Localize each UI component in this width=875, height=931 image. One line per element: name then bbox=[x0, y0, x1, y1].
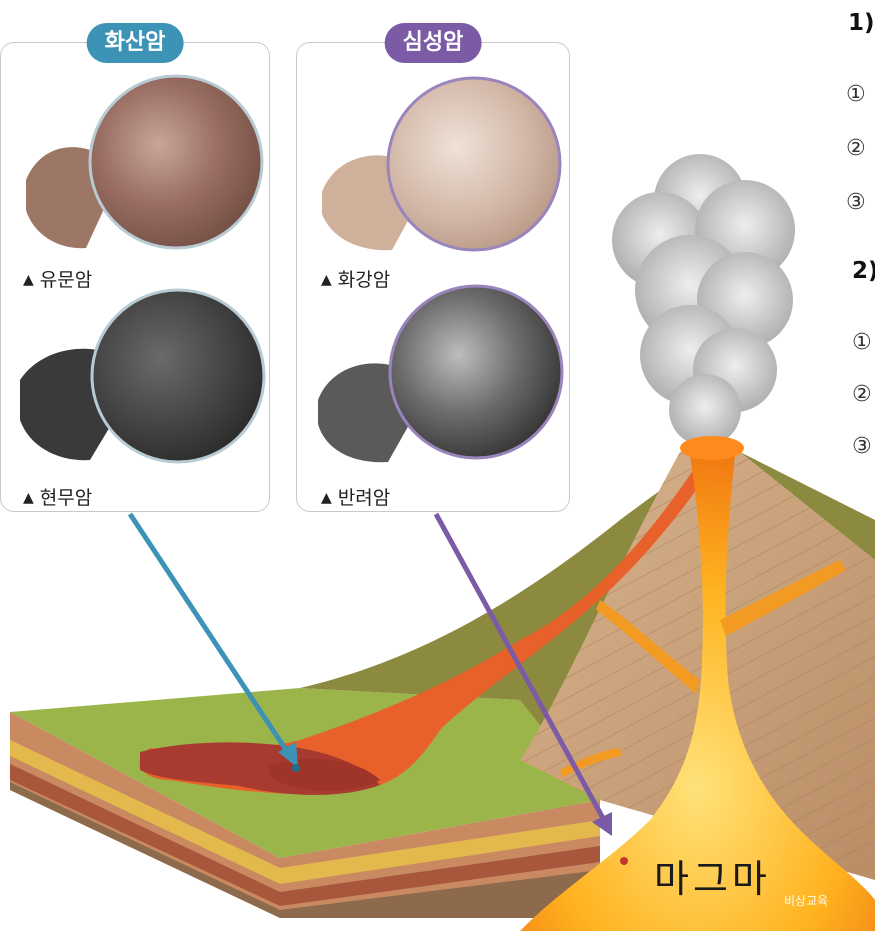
eruption-plume bbox=[612, 154, 795, 446]
list-item-1-3: ③ bbox=[846, 190, 866, 215]
plutonic-rock-panel: 심성암 ▲화강암 ▲반려암 bbox=[296, 23, 570, 512]
list-item-2-2: ② bbox=[852, 382, 872, 407]
rhyolite-label: ▲유문암 bbox=[23, 269, 93, 291]
strata-front-face bbox=[10, 712, 600, 918]
arrow-plutonic bbox=[433, 512, 612, 836]
triangle-marker-icon: ▲ bbox=[23, 272, 34, 288]
volcanic-rock-panel: 화산암 ▲유문암 ▲현무암 bbox=[0, 23, 270, 512]
list-item-1-2: ② bbox=[846, 136, 866, 161]
section-heading-1: 1) bbox=[848, 10, 875, 36]
triangle-marker-icon: ▲ bbox=[321, 490, 332, 506]
publisher-credit: 비상교육 bbox=[784, 894, 829, 908]
magma-label: 마그마 bbox=[654, 857, 771, 901]
stratum-layer-3 bbox=[10, 782, 600, 918]
stratum-layer-1 bbox=[10, 740, 600, 884]
volcanic-point bbox=[292, 764, 300, 772]
plutonic-rock-badge: 심성암 bbox=[384, 23, 482, 63]
arrow-volcanic bbox=[127, 512, 298, 768]
triangle-marker-icon: ▲ bbox=[321, 272, 332, 288]
granite-label: ▲화강암 bbox=[321, 269, 391, 291]
section-heading-2: 2) bbox=[852, 258, 875, 284]
triangle-marker-icon: ▲ bbox=[23, 490, 34, 506]
magma-conduit bbox=[520, 455, 875, 931]
list-item-2-3: ③ bbox=[852, 434, 872, 459]
magma-dike-right bbox=[720, 560, 846, 636]
crater-glow bbox=[680, 436, 744, 460]
stratum-layer-2 bbox=[10, 764, 600, 906]
cone-right-slope bbox=[740, 452, 875, 560]
list-item-1-1: ① bbox=[846, 82, 866, 107]
volcanic-rock-badge: 화산암 bbox=[86, 23, 184, 63]
basalt-label: ▲현무암 bbox=[23, 487, 93, 509]
volcano-cone-stripes bbox=[520, 449, 875, 880]
plutonic-point bbox=[620, 857, 628, 865]
list-item-2-1: ① bbox=[852, 330, 872, 355]
magma-dike-left bbox=[596, 600, 700, 694]
gabbro-label: ▲반려암 bbox=[321, 487, 391, 509]
